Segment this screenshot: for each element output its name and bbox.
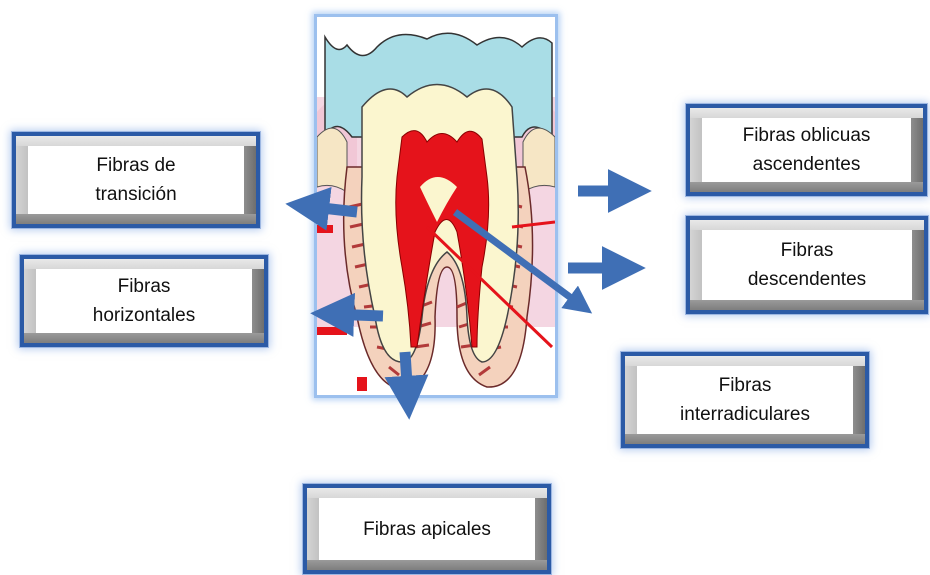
label-fibras-oblicuas-ascendentes: Fibras oblicuas ascendentes — [686, 104, 927, 196]
label-line: Fibras de — [95, 151, 176, 180]
label-fibras-apicales: Fibras apicales — [303, 484, 551, 574]
label-line: Fibras — [748, 236, 866, 265]
arrow-apicales — [405, 352, 408, 400]
label-line: ascendentes — [743, 150, 871, 179]
arrow-horizontales — [330, 314, 383, 316]
label-line: Fibras oblicuas — [743, 121, 871, 150]
label-line: Fibras — [93, 272, 195, 301]
label-line: interradiculares — [680, 400, 810, 429]
label-line: transición — [95, 180, 176, 209]
label-fibras-descendentes: Fibras descendentes — [686, 216, 928, 314]
label-line: horizontales — [93, 301, 195, 330]
label-line: descendentes — [748, 265, 866, 294]
arrow-interradiculares — [455, 212, 582, 306]
label-line: Fibras apicales — [363, 515, 491, 544]
label-fibras-transicion: Fibras de transición — [12, 132, 260, 228]
arrow-transicion — [305, 206, 357, 212]
label-fibras-horizontales: Fibras horizontales — [20, 255, 268, 347]
label-fibras-interradiculares: Fibras interradiculares — [621, 352, 869, 448]
label-line: Fibras — [680, 371, 810, 400]
